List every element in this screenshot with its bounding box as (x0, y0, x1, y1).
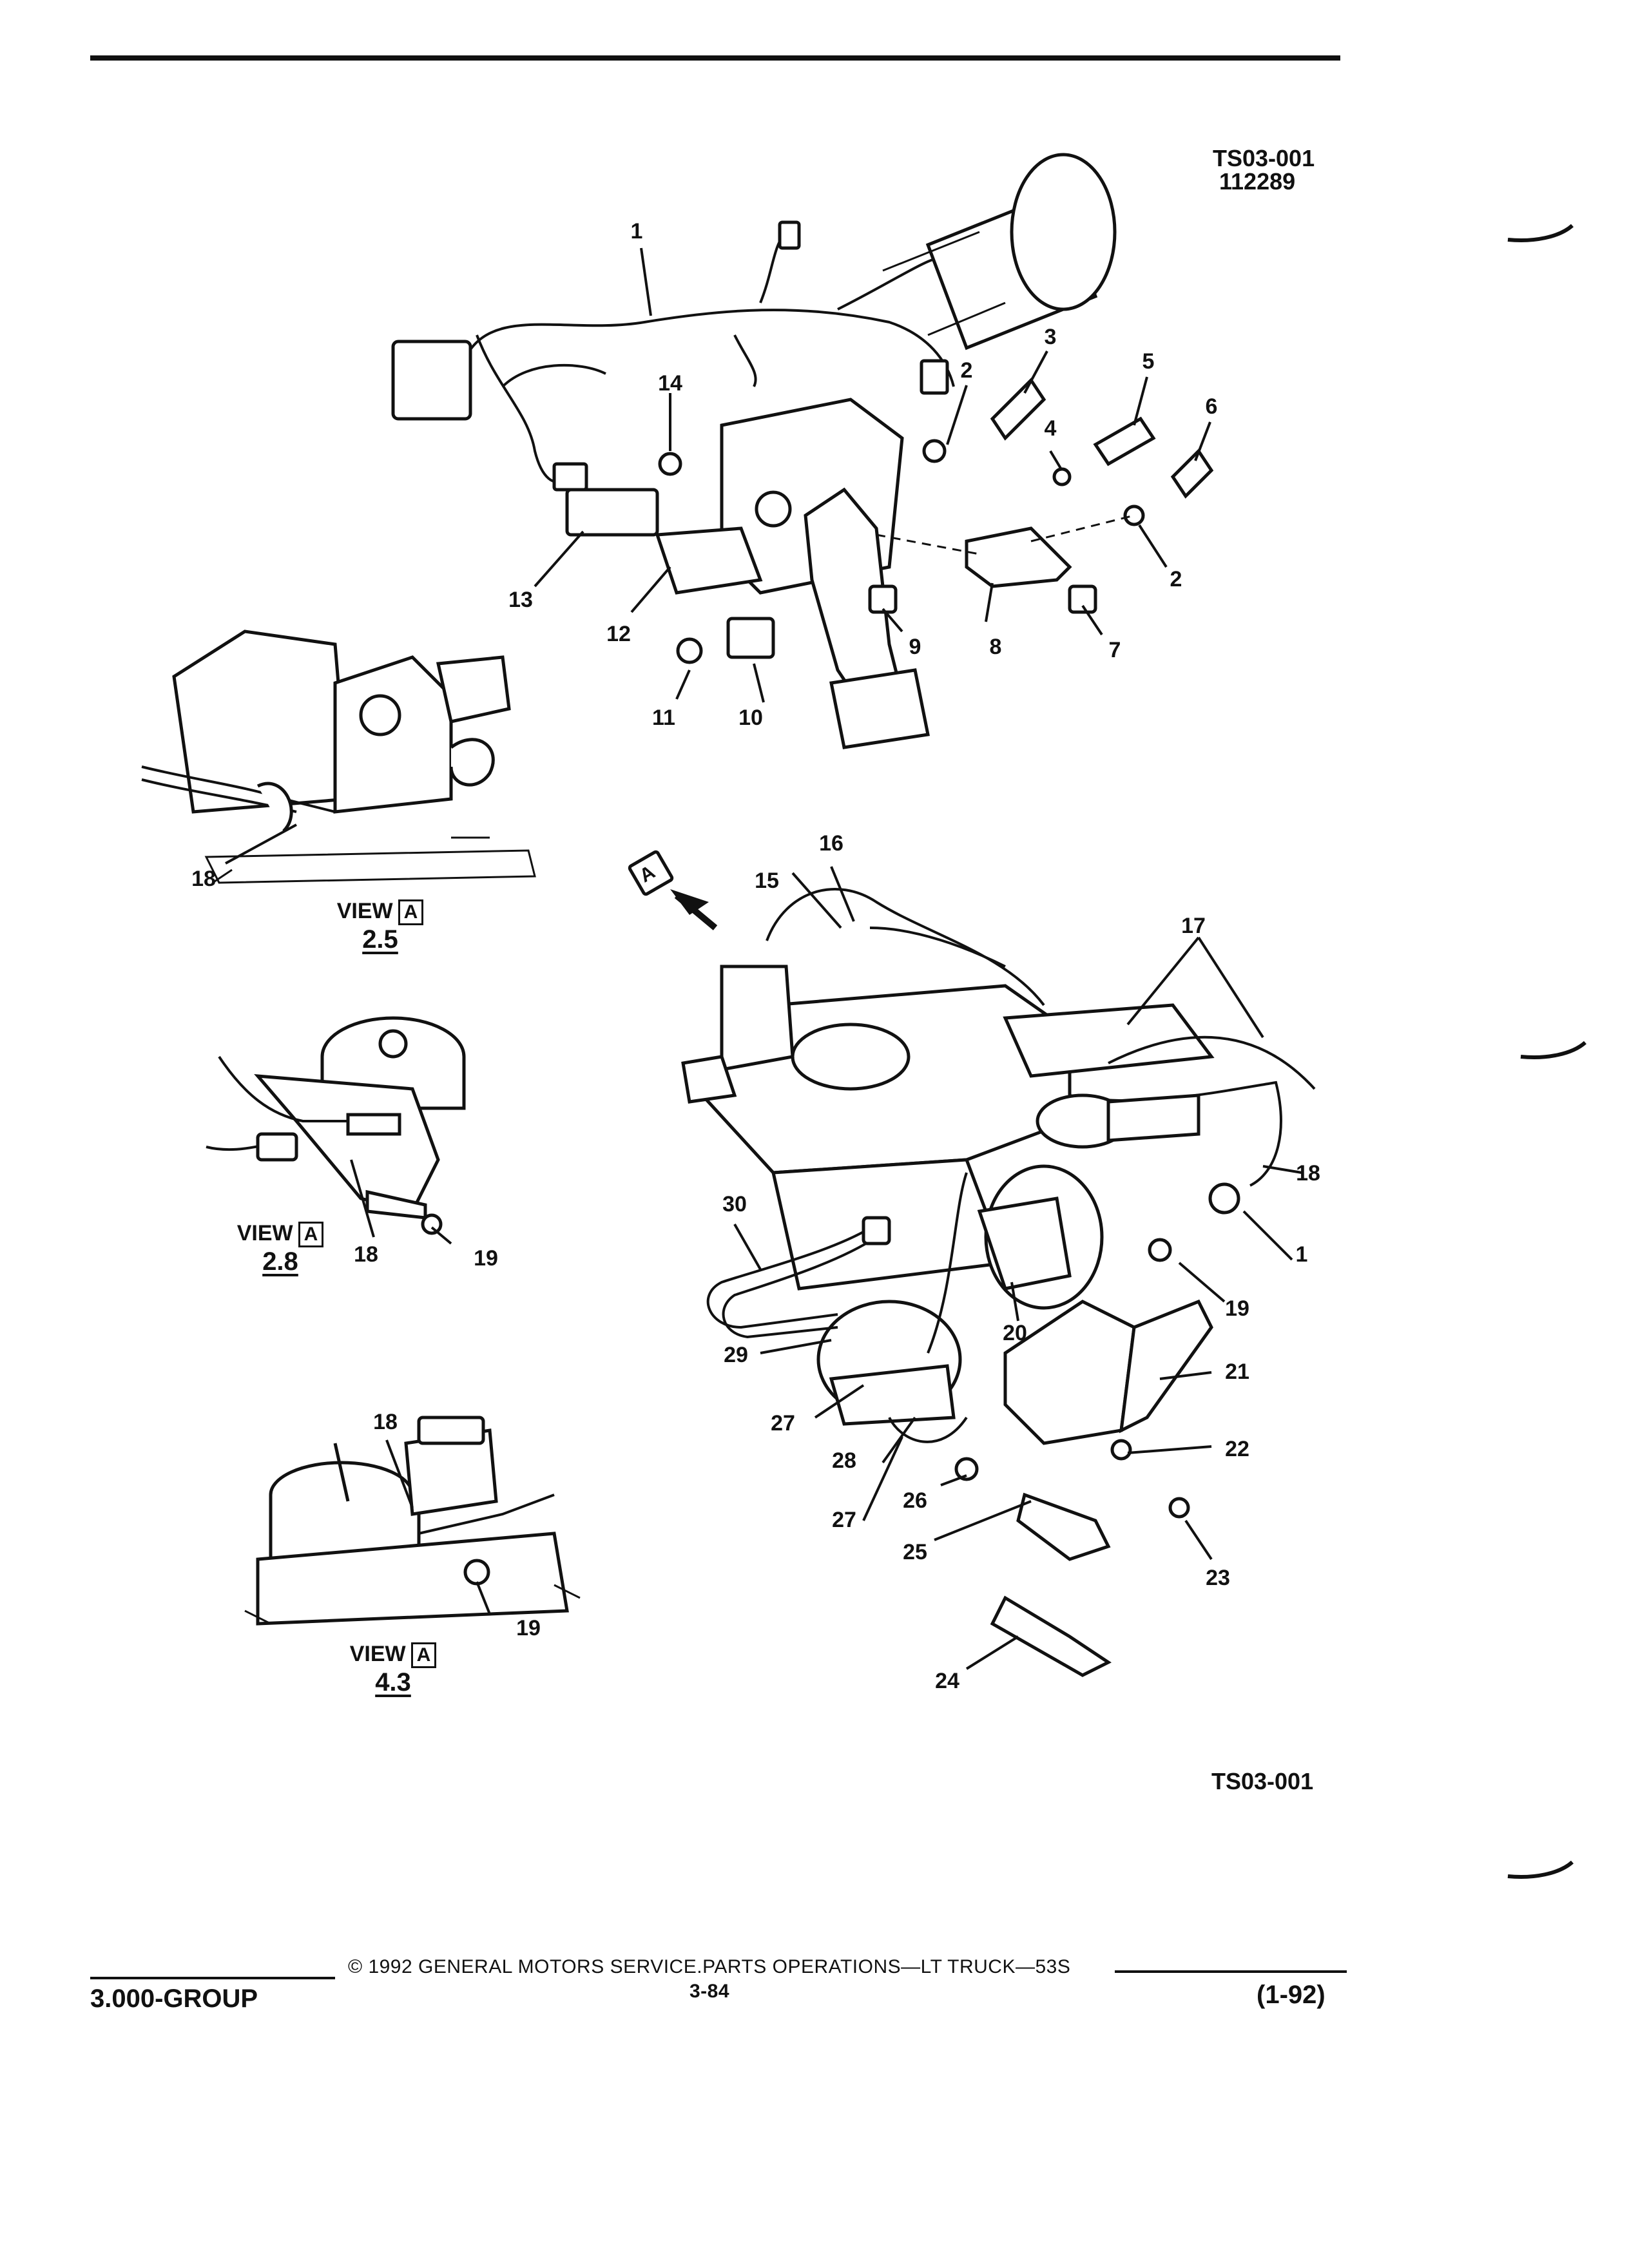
view-2-8-drawing (206, 1016, 466, 1235)
view-a-arrow (628, 850, 718, 930)
callout-19: 19 (1225, 1296, 1249, 1321)
callout-12: 12 (606, 622, 631, 646)
callout-18: 18 (1296, 1161, 1320, 1186)
figure-code-date: 112289 (1219, 168, 1296, 195)
callout-21: 21 (1225, 1360, 1249, 1384)
callout-14: 14 (658, 371, 682, 396)
callout-22: 22 (1225, 1437, 1249, 1461)
callout-11: 11 (652, 706, 675, 730)
callout-16: 16 (819, 831, 843, 856)
engine-assembly-drawing (681, 888, 1316, 1677)
footer-page: 3-84 (689, 1981, 730, 2002)
callout-5: 5 (1142, 349, 1155, 374)
top-rule (90, 55, 1340, 61)
callout-18-view25: 18 (191, 867, 216, 891)
callout-20: 20 (1003, 1321, 1027, 1345)
callout-8: 8 (989, 635, 1002, 659)
footer-rule-left (90, 1977, 335, 1979)
view-letter: A (398, 899, 424, 925)
callout-23: 23 (1206, 1566, 1230, 1590)
view-number: 4.3 (375, 1668, 411, 1696)
wiring-harness-drawing (391, 153, 1117, 492)
callout-19-view28: 19 (474, 1246, 498, 1271)
view-letter: A (298, 1222, 324, 1247)
callout-29: 29 (724, 1343, 748, 1367)
footer-rule-right (1115, 1970, 1347, 1973)
callout-2: 2 (960, 358, 973, 383)
callout-1b: 1 (1295, 1242, 1308, 1267)
view-4-3-drawing (244, 1416, 581, 1626)
callout-13: 13 (508, 588, 533, 612)
callout-27: 27 (771, 1411, 795, 1436)
view-word: VIEW (236, 1221, 293, 1245)
view-letter: A (410, 1642, 437, 1668)
callout-18-view43: 18 (373, 1410, 398, 1434)
callout-19-view43: 19 (516, 1616, 541, 1640)
view-number: 2.8 (262, 1247, 298, 1276)
callout-25: 25 (903, 1540, 927, 1564)
callout-26: 26 (903, 1488, 927, 1513)
callout-27b: 27 (832, 1508, 856, 1532)
footer-date: (1-92) (1257, 1981, 1325, 2009)
footer-copyright: © 1992 GENERAL MOTORS SERVICE.PARTS OPER… (348, 1956, 1071, 1977)
callout-28: 28 (832, 1448, 856, 1473)
callout-1: 1 (630, 219, 643, 244)
callout-24: 24 (935, 1669, 959, 1693)
footer-group: 3.000-GROUP (90, 1984, 258, 2013)
callout-6: 6 (1205, 394, 1218, 419)
callout-18-view28: 18 (354, 1242, 378, 1267)
callout-4: 4 (1044, 416, 1057, 441)
leader-lines (225, 247, 1302, 1670)
view-number: 2.5 (362, 925, 398, 954)
callout-10: 10 (738, 706, 763, 730)
view-2-5-drawing (141, 629, 536, 884)
callout-17: 17 (1181, 914, 1206, 938)
pedal-assembly-drawing (565, 378, 1214, 749)
callout-9: 9 (909, 635, 921, 659)
view-word: VIEW (349, 1642, 406, 1666)
callout-7: 7 (1108, 638, 1121, 662)
callout-3: 3 (1044, 325, 1057, 349)
figure-code-top: TS03-001 (1213, 145, 1315, 171)
callout-30: 30 (722, 1192, 747, 1216)
view-word: VIEW (336, 899, 393, 923)
callout-2b: 2 (1170, 567, 1182, 591)
callout-15: 15 (755, 869, 779, 893)
figure-code-bottom: TS03-001 (1211, 1768, 1314, 1794)
